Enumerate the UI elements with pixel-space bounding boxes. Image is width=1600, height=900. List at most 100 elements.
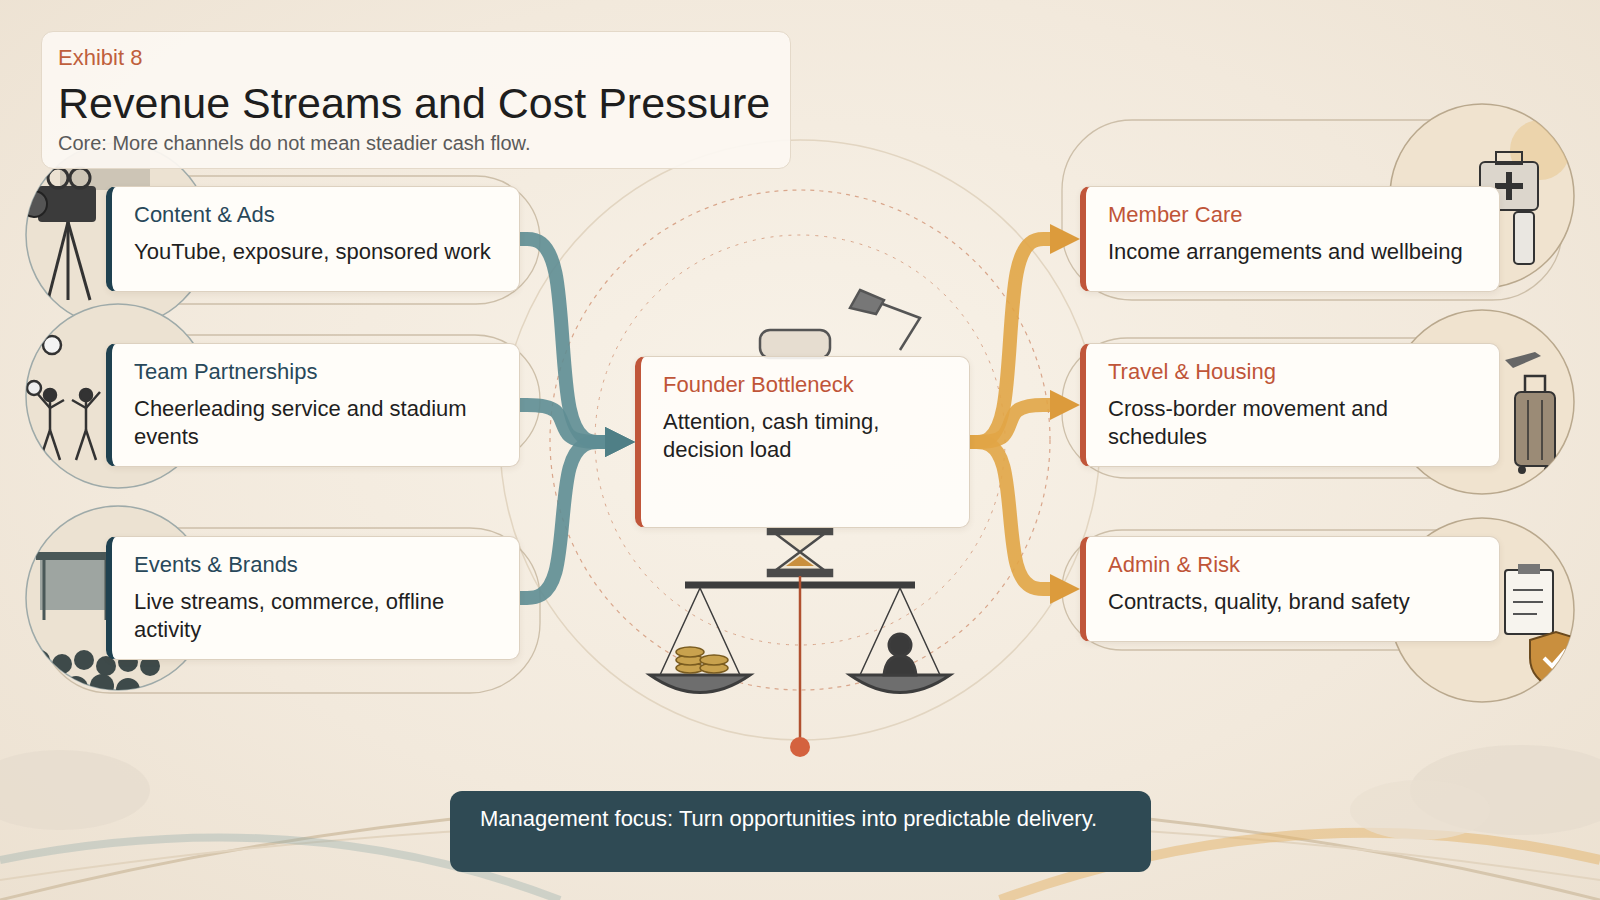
decor-circle	[43, 336, 61, 354]
decor-rect	[40, 528, 540, 693]
card-heading: Admin & Risk	[1108, 551, 1479, 580]
decor-path	[850, 290, 884, 314]
decor-path	[72, 392, 100, 408]
stream-card: Founder BottleneckAttention, cash timing…	[635, 356, 970, 528]
desk-lamp	[760, 290, 920, 358]
card-heading: Events & Brands	[134, 551, 499, 580]
decor-ellipse	[1350, 780, 1490, 840]
balance-scale	[650, 576, 950, 757]
decor-ellipse	[676, 647, 704, 657]
connectors	[520, 239, 1050, 598]
card-body: YouTube, exposure, sponsored work	[134, 238, 499, 267]
decor-circle	[74, 650, 94, 670]
decor-rect	[40, 176, 540, 304]
exhibit-label: Exhibit 8	[58, 44, 770, 72]
decor-line	[68, 222, 90, 300]
decor-g	[1505, 352, 1555, 474]
decor-path	[786, 556, 814, 566]
card-heading: Founder Bottleneck	[663, 371, 949, 400]
decor-path	[884, 656, 916, 675]
card-body: Contracts, quality, brand safety	[1108, 588, 1479, 617]
decor-circle	[1544, 466, 1552, 474]
decor-rect	[1496, 152, 1522, 164]
flow-connector	[520, 239, 605, 442]
decor-line	[67, 222, 70, 300]
decor-circle	[30, 650, 50, 670]
decor-path	[1505, 352, 1541, 368]
decor-rect	[1505, 570, 1553, 634]
decor-g	[27, 336, 100, 460]
decor-g	[676, 647, 728, 673]
decor-g	[1505, 564, 1582, 690]
focus-banner: Management focus: Turn opportunities int…	[450, 791, 1151, 872]
decor-path	[76, 430, 96, 460]
decor-circle	[48, 168, 68, 188]
decor-rect	[1518, 564, 1540, 574]
decor-circle	[21, 191, 47, 217]
card-body: Live streams, commerce, offline activity	[134, 588, 499, 645]
decor-rect	[760, 330, 830, 358]
decor-line	[48, 222, 68, 300]
flow-connector	[970, 442, 1050, 589]
title-panel: Exhibit 8 Revenue Streams and Cost Pressu…	[41, 31, 791, 169]
card-body: Management focus: Turn opportunities int…	[480, 805, 1121, 834]
decor-line	[1541, 400, 1543, 460]
stream-card: Content & AdsYouTube, exposure, sponsore…	[106, 186, 520, 292]
decor-rect	[1514, 212, 1534, 264]
stream-card: Admin & RiskContracts, quality, brand sa…	[1080, 536, 1500, 642]
decor-path	[1544, 650, 1566, 666]
decor-rect	[1062, 338, 1562, 478]
card-body: Cross-border movement and schedules	[1108, 395, 1479, 452]
stream-card: Team PartnershipsCheerleading service an…	[106, 343, 520, 467]
card-body: Cheerleading service and stadium events	[134, 395, 499, 452]
decor-circle	[889, 634, 911, 656]
decor-path	[1513, 590, 1543, 614]
decor-circle	[70, 168, 90, 188]
card-body: Attention, cash timing, decision load	[663, 408, 949, 465]
flow-connector	[520, 442, 605, 598]
decor-circle	[27, 381, 41, 395]
decor-circle	[64, 676, 88, 700]
decor-rect	[1062, 530, 1562, 650]
decor-rect	[40, 560, 110, 610]
decor-line	[799, 576, 802, 745]
decor-path	[1530, 632, 1582, 690]
decor-circle	[80, 389, 92, 401]
card-heading: Travel & Housing	[1108, 358, 1479, 387]
decor-circle	[52, 654, 72, 674]
decor-path	[36, 392, 64, 408]
decor-line	[43, 552, 46, 620]
decor-rect	[36, 552, 114, 560]
decor-path	[1525, 376, 1545, 392]
diagram-title: Revenue Streams and Cost Pressure	[58, 78, 770, 130]
stream-card: Travel & HousingCross-border movement an…	[1080, 343, 1500, 467]
decor-circle	[116, 678, 140, 702]
decor-ellipse	[0, 750, 150, 830]
decor-path	[660, 588, 740, 675]
decor-path	[40, 430, 60, 460]
card-heading: Content & Ads	[134, 201, 499, 230]
decor-path	[850, 675, 950, 693]
decor-circle	[38, 672, 62, 696]
decor-path	[776, 534, 824, 570]
decor-circle	[790, 737, 810, 757]
decor-rect	[1515, 392, 1555, 466]
decor-rect	[768, 570, 832, 576]
stream-card: Events & BrandsLive streams, commerce, o…	[106, 536, 520, 660]
card-body: Income arrangements and wellbeing	[1108, 238, 1479, 267]
flow-connector	[970, 239, 1050, 442]
stream-card: Member CareIncome arrangements and wellb…	[1080, 186, 1500, 292]
decor-ellipse	[700, 655, 728, 665]
card-heading: Team Partnerships	[134, 358, 499, 387]
card-heading: Member Care	[1108, 201, 1479, 230]
ground-arcs	[0, 745, 1600, 900]
decor-circle	[44, 389, 56, 401]
diagram-caption: Core: More channels do not mean steadier…	[58, 131, 770, 156]
decor-circle	[90, 674, 114, 698]
decor-line	[1527, 400, 1529, 460]
decor-circle	[1518, 466, 1526, 474]
decor-path	[650, 675, 750, 693]
decor-path	[860, 588, 940, 675]
